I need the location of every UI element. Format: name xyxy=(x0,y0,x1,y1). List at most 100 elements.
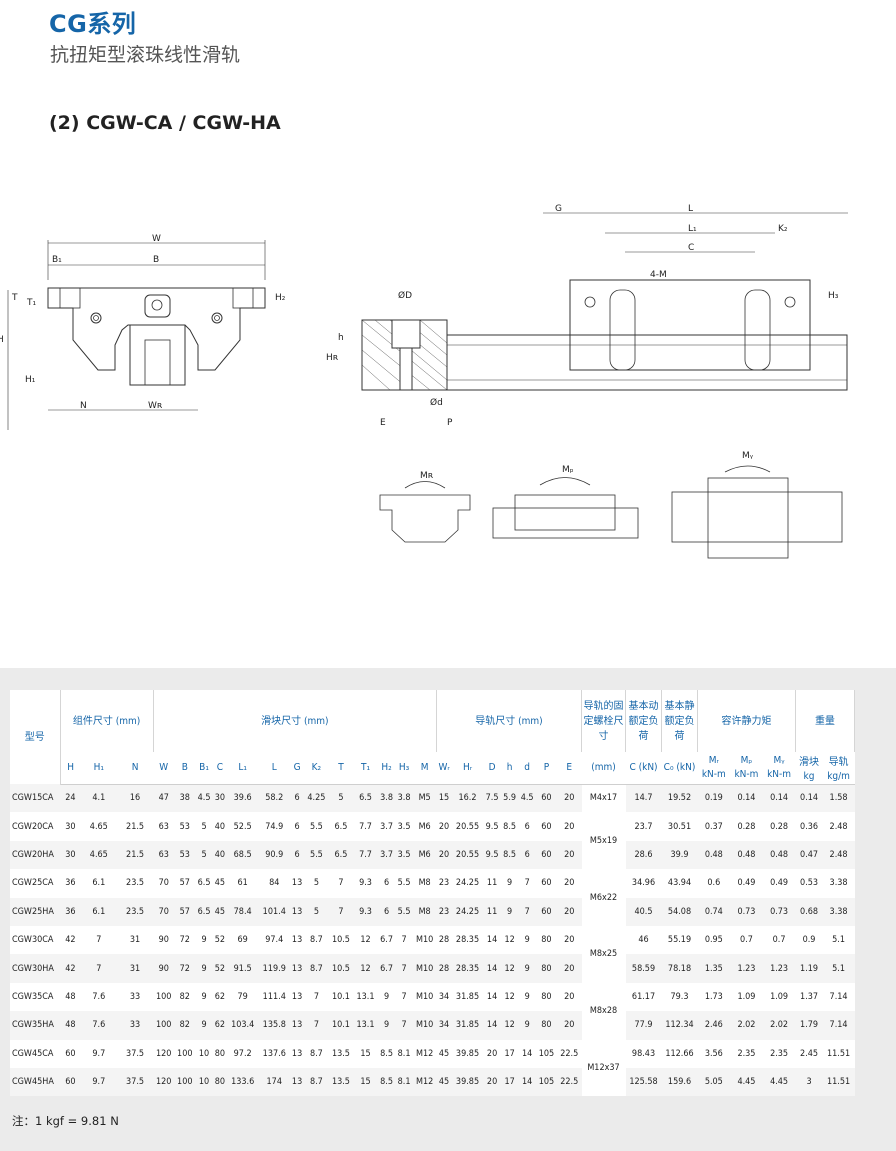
group-bolt: 导轨的固定螺栓尺寸 xyxy=(581,690,627,752)
table-cell: 30 xyxy=(212,784,227,813)
table-cell: 20.55 xyxy=(451,812,484,841)
table-cell: 3.38 xyxy=(822,869,855,898)
table-cell: 28.6 xyxy=(625,840,662,870)
table-cell: 82 xyxy=(174,1011,196,1040)
table-cell: 0.7 xyxy=(730,925,763,955)
table-cell: 120 xyxy=(153,1067,175,1097)
subheader-cell: H₁ xyxy=(80,752,117,785)
table-cell: 37.5 xyxy=(116,1039,154,1068)
group-weight: 重量 xyxy=(795,690,856,752)
table-cell: 9 xyxy=(195,954,213,983)
table-cell: 8.7 xyxy=(304,1039,329,1068)
table-cell: 101.4 xyxy=(258,897,291,926)
subheader-cell: L₁ xyxy=(226,752,259,785)
table-cell: 13 xyxy=(290,869,305,898)
table-cell: 125.58 xyxy=(625,1067,662,1097)
table-cell: 15 xyxy=(353,1067,378,1097)
table-cell: 0.14 xyxy=(762,784,796,813)
table-cell: 36 xyxy=(60,897,81,926)
table-cell: 10 xyxy=(195,1039,213,1068)
section-heading: (2) CGW-CA / CGW-HA xyxy=(49,112,281,134)
table-cell: 6 xyxy=(518,840,536,870)
table-cell: 24 xyxy=(60,784,81,813)
table-cell: 6.5 xyxy=(328,840,354,870)
table-cell: 13 xyxy=(290,1011,305,1040)
table-cell: 100 xyxy=(174,1067,196,1097)
table-cell: 14 xyxy=(483,954,501,983)
table-cell: 100 xyxy=(153,1011,175,1040)
dim-W: W xyxy=(152,234,161,244)
table-cell: 8.7 xyxy=(304,925,329,955)
subheader-cell: K₂ xyxy=(304,752,329,785)
bolt-cell: M5x19 xyxy=(581,812,626,870)
table-cell: 2.46 xyxy=(697,1011,731,1040)
model-cell: CGW45HA xyxy=(10,1067,60,1097)
table-cell: 34.96 xyxy=(625,869,662,898)
moment-MR: Mʀ xyxy=(420,471,434,481)
table-cell: M8 xyxy=(412,869,437,898)
table-cell: 5.1 xyxy=(822,954,855,983)
table-cell: 9.7 xyxy=(80,1039,117,1068)
table-cell: 13 xyxy=(290,954,305,983)
table-cell: 77.9 xyxy=(625,1011,662,1040)
subheader-cell: T₁ xyxy=(353,752,378,785)
table-cell: 1.79 xyxy=(795,1011,823,1040)
table-cell: 7 xyxy=(328,897,354,926)
group-assembly: 组件尺寸 (mm) xyxy=(60,690,154,752)
table-cell: 10.5 xyxy=(328,925,354,955)
table-cell: M6 xyxy=(412,840,437,870)
table-cell: 39.85 xyxy=(451,1039,484,1068)
dim-WR: Wʀ xyxy=(148,401,163,411)
table-cell: 12 xyxy=(500,1011,519,1040)
table-cell: 15 xyxy=(436,784,452,813)
table-cell: 0.49 xyxy=(730,869,763,898)
table-cell: 6.5 xyxy=(328,812,354,841)
table-cell: 12 xyxy=(353,925,378,955)
table-cell: 133.6 xyxy=(226,1067,259,1097)
table-cell: 28 xyxy=(436,925,452,955)
table-cell: 31 xyxy=(116,925,154,955)
dim-G: G xyxy=(555,204,562,214)
table-cell: 28 xyxy=(436,954,452,983)
subheader-cell: C₀ (kN) xyxy=(661,752,698,785)
table-cell: 3.56 xyxy=(697,1039,731,1068)
table-cell: 1.73 xyxy=(697,982,731,1012)
table-cell: 4.25 xyxy=(304,784,329,813)
table-cell: 20 xyxy=(556,1011,582,1040)
table-cell: 2.02 xyxy=(762,1011,796,1040)
table-cell: 2.45 xyxy=(795,1039,823,1068)
model-cell: CGW45CA xyxy=(10,1039,60,1068)
table-cell: 14 xyxy=(483,1011,501,1040)
table-cell: 6.5 xyxy=(195,897,213,926)
table-cell: 2.35 xyxy=(762,1039,796,1068)
dim-T: T xyxy=(11,293,18,303)
table-cell: 14 xyxy=(483,982,501,1012)
table-cell: 72 xyxy=(174,954,196,983)
table-cell: 7.7 xyxy=(353,812,378,841)
table-cell: 36 xyxy=(60,869,81,898)
table-cell: 7 xyxy=(304,1011,329,1040)
table-cell: 6 xyxy=(377,897,396,926)
table-cell: 7.14 xyxy=(822,1011,855,1040)
subheader-cell: E xyxy=(556,752,582,785)
table-cell: 13 xyxy=(290,982,305,1012)
table-cell: 7.6 xyxy=(80,1011,117,1040)
subheader-cell: C xyxy=(212,752,227,785)
table-cell: 60 xyxy=(535,784,557,813)
subheader-cell: H xyxy=(60,752,81,785)
table-cell: 7 xyxy=(395,925,413,955)
dim-L: L xyxy=(688,204,693,214)
table-cell: 5.5 xyxy=(304,812,329,841)
table-cell: 17 xyxy=(500,1067,519,1097)
table-cell: 8.5 xyxy=(377,1067,396,1097)
table-cell: 3.8 xyxy=(395,784,413,813)
table-cell: 8.5 xyxy=(500,840,519,870)
table-cell: 9.3 xyxy=(353,869,378,898)
table-cell: 60 xyxy=(535,840,557,870)
table-cell: 53 xyxy=(174,812,196,841)
